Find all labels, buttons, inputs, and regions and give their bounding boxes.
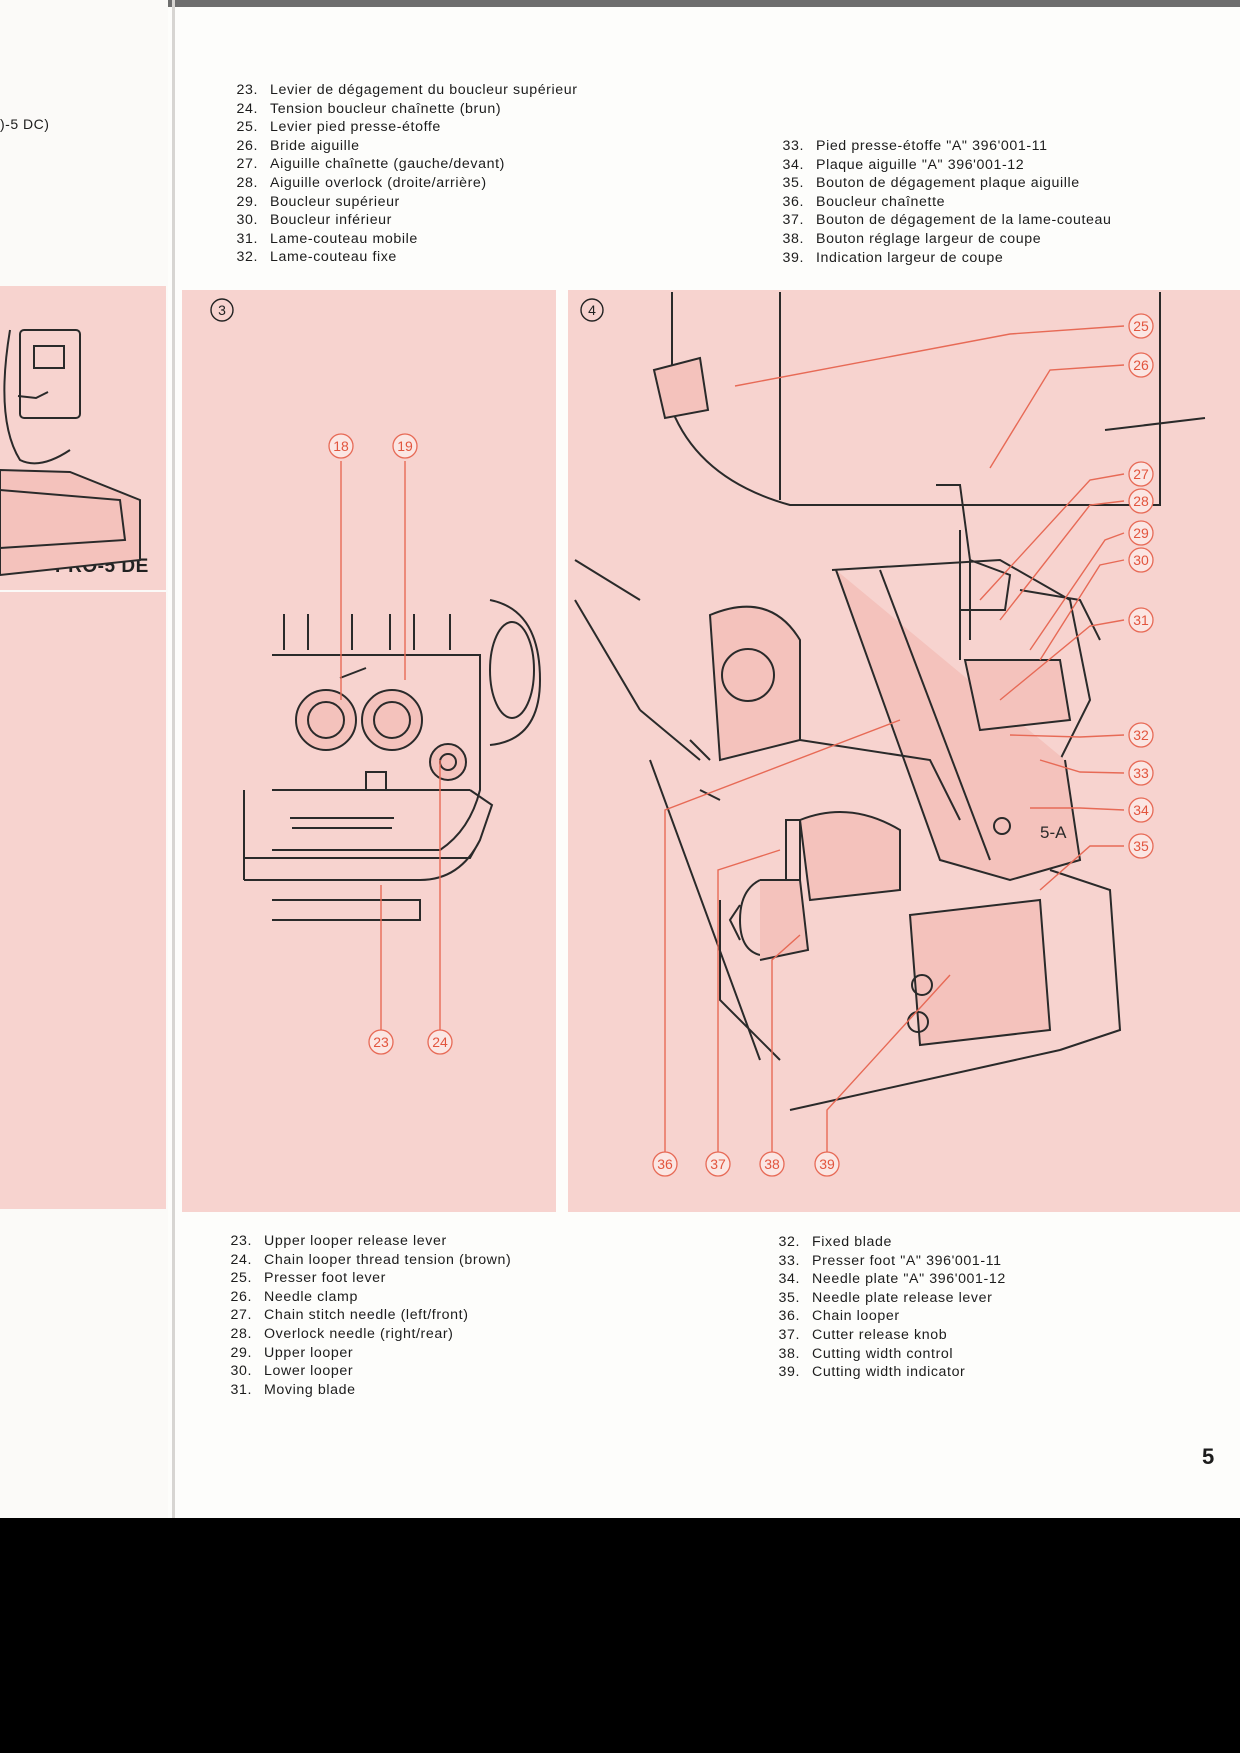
callout-31: 31 bbox=[1128, 607, 1154, 633]
list-item: 32.Lame-couteau fixe bbox=[236, 249, 397, 266]
list-item: 34.Plaque aiguille "A" 396'001-12 bbox=[782, 156, 1025, 173]
list-item: 25.Presser foot lever bbox=[230, 1270, 386, 1287]
list-item: 23.Upper looper release lever bbox=[230, 1233, 447, 1249]
list-item: 33.Pied presse-étoffe "A" 396'001-11 bbox=[782, 138, 1048, 154]
callout-leaders bbox=[340, 325, 1125, 1162]
french-parts-list-a: 23.Levier de dégagement du boucleur supé… bbox=[220, 81, 578, 267]
list-item: 35.Bouton de dégagement plaque aiguille bbox=[782, 175, 1080, 192]
list-item: 27.Aiguille chaînette (gauche/devant) bbox=[236, 156, 505, 173]
list-item: 38.Cutting width control bbox=[778, 1345, 954, 1362]
list-item: 29.Upper looper bbox=[230, 1344, 354, 1361]
figure-4-number: 4 bbox=[580, 298, 604, 322]
english-parts-list-a: 23.Upper looper release lever 24.Chain l… bbox=[214, 1232, 511, 1399]
page-fold bbox=[172, 0, 175, 1518]
svg-text:33: 33 bbox=[1133, 765, 1149, 781]
french-parts-list-b: 33.Pied presse-étoffe "A" 396'001-11 34.… bbox=[766, 137, 1112, 267]
list-item: 31.Moving blade bbox=[230, 1381, 356, 1398]
power-outlet-illustration bbox=[0, 329, 141, 577]
list-item: 32.Fixed blade bbox=[778, 1234, 892, 1250]
callout-26: 26 bbox=[1128, 352, 1154, 378]
callout-19: 19 bbox=[392, 433, 418, 459]
figure-4-drawing bbox=[574, 292, 1206, 1111]
svg-text:34: 34 bbox=[1133, 802, 1149, 818]
svg-text:23: 23 bbox=[373, 1034, 389, 1050]
scan-top-edge bbox=[0, 0, 1240, 7]
list-item: 29.Boucleur supérieur bbox=[236, 193, 400, 210]
callout-36: 36 bbox=[652, 1151, 678, 1177]
list-item: 28.Overlock needle (right/rear) bbox=[230, 1325, 454, 1342]
svg-text:24: 24 bbox=[432, 1034, 448, 1050]
callout-34: 34 bbox=[1128, 797, 1154, 823]
list-item: 26.Bride aiguille bbox=[236, 137, 360, 154]
callout-23: 23 bbox=[368, 1029, 394, 1055]
callout-38: 38 bbox=[759, 1151, 785, 1177]
list-item: 24.Tension boucleur chaînette (brun) bbox=[236, 100, 502, 117]
callout-37: 37 bbox=[705, 1151, 731, 1177]
list-item: 38.Bouton réglage largeur de coupe bbox=[782, 230, 1042, 247]
svg-text:3: 3 bbox=[218, 302, 226, 318]
svg-text:35: 35 bbox=[1133, 838, 1149, 854]
callout-32: 32 bbox=[1128, 722, 1154, 748]
list-item: 39.Cutting width indicator bbox=[778, 1364, 966, 1381]
svg-text:32: 32 bbox=[1133, 727, 1149, 743]
list-item: 34.Needle plate "A" 396'001-12 bbox=[778, 1271, 1006, 1288]
svg-text:4: 4 bbox=[588, 302, 596, 318]
svg-text:31: 31 bbox=[1133, 612, 1149, 628]
figure-3-number: 3 bbox=[210, 298, 234, 322]
english-parts-list-b: 32.Fixed blade 33.Presser foot "A" 396'0… bbox=[762, 1233, 1006, 1382]
svg-text:37: 37 bbox=[710, 1156, 726, 1172]
svg-text:36: 36 bbox=[657, 1156, 673, 1172]
callout-29: 29 bbox=[1128, 520, 1154, 546]
list-item: 37.Bouton de dégagement de la lame-coute… bbox=[782, 212, 1112, 229]
list-item: 36.Boucleur chaînette bbox=[782, 193, 946, 210]
list-item: 31.Lame-couteau mobile bbox=[236, 230, 418, 247]
list-item: 27.Chain stitch needle (left/front) bbox=[230, 1307, 469, 1324]
figure-3-drawing bbox=[243, 599, 542, 921]
figure-illustrations: 18 19 23 24 25 26 27 28 29 30 31 bbox=[0, 292, 1206, 1177]
svg-text:25: 25 bbox=[1133, 318, 1149, 334]
svg-text:38: 38 bbox=[764, 1156, 780, 1172]
svg-text:18: 18 bbox=[333, 438, 349, 454]
callout-39: 39 bbox=[814, 1151, 840, 1177]
list-item: 25.Levier pied presse-étoffe bbox=[236, 119, 441, 136]
callout-33: 33 bbox=[1128, 760, 1154, 786]
svg-text:27: 27 bbox=[1133, 466, 1149, 482]
svg-text:26: 26 bbox=[1133, 357, 1149, 373]
list-item: 28.Aiguille overlock (droite/arrière) bbox=[236, 174, 487, 191]
list-item: 30.Lower looper bbox=[230, 1363, 354, 1380]
callout-25: 25 bbox=[1128, 313, 1154, 339]
svg-text:29: 29 bbox=[1133, 525, 1149, 541]
callout-18: 18 bbox=[328, 433, 354, 459]
callout-30: 30 bbox=[1128, 547, 1154, 573]
figure-3-panel bbox=[182, 290, 556, 1212]
list-item: 30.Boucleur inférieur bbox=[236, 212, 392, 229]
needle-plate-label: 5-A bbox=[1040, 823, 1067, 842]
svg-text:19: 19 bbox=[397, 438, 413, 454]
page-number: 5 bbox=[1202, 1444, 1215, 1469]
callout-35: 35 bbox=[1128, 833, 1154, 859]
svg-text:28: 28 bbox=[1133, 493, 1149, 509]
callout-24: 24 bbox=[427, 1029, 453, 1055]
left-lower-panel bbox=[0, 592, 166, 1209]
list-item: 23.Levier de dégagement du boucleur supé… bbox=[236, 82, 578, 98]
list-item: 37.Cutter release knob bbox=[778, 1326, 948, 1343]
list-item: 39.Indication largeur de coupe bbox=[782, 249, 1004, 266]
svg-text:39: 39 bbox=[819, 1156, 835, 1172]
list-item: 35.Needle plate release lever bbox=[778, 1289, 993, 1306]
list-item: 26.Needle clamp bbox=[230, 1288, 358, 1305]
list-item: 33.Presser foot "A" 396'001-11 bbox=[778, 1252, 1002, 1269]
callout-27: 27 bbox=[1128, 461, 1154, 487]
svg-text:30: 30 bbox=[1133, 552, 1149, 568]
list-item: 24.Chain looper thread tension (brown) bbox=[230, 1251, 512, 1268]
callout-28: 28 bbox=[1128, 488, 1154, 514]
list-item: 36.Chain looper bbox=[778, 1308, 900, 1325]
left-page-snippet: )-5 DC) bbox=[0, 116, 50, 132]
